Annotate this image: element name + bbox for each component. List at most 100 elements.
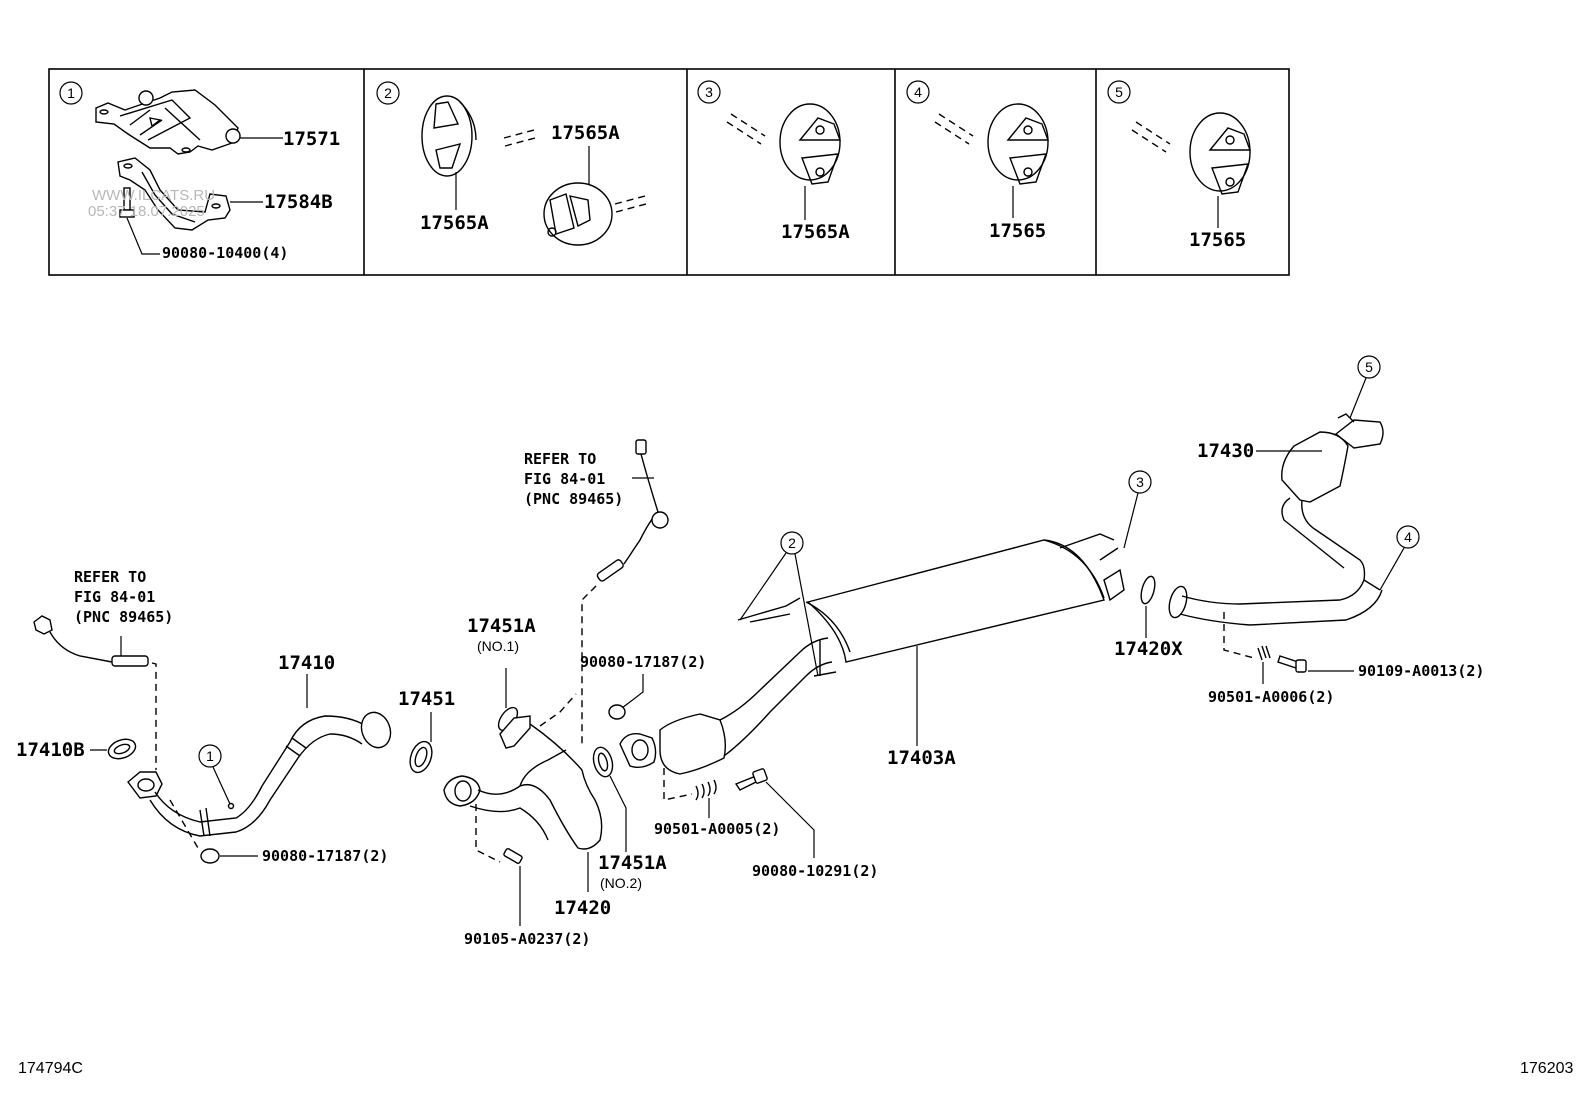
callout-circle-1[interactable] [198, 744, 222, 768]
rubber-hanger-icon[interactable] [1189, 112, 1252, 195]
bolt-90105-a0237[interactable]: 90105-A0237(2) [464, 804, 590, 948]
part-label-17410[interactable]: 17410 [278, 652, 335, 674]
pipe-flange-icon [443, 775, 481, 807]
oxygen-sensor-front[interactable]: REFER TO FIG 84-01 (PNC 89465) [33, 568, 173, 770]
leader-line [621, 674, 644, 709]
gasket-icon [592, 746, 614, 778]
muffler-assembly-17403a[interactable]: 2 3 17403A [619, 470, 1152, 775]
refer-note-line3: (PNC 89465) [74, 608, 173, 626]
hanger-rod [614, 195, 647, 213]
part-label-17565a[interactable]: 17565A [781, 221, 850, 243]
part-label-90080-17187[interactable]: 90080-17187(2) [580, 653, 706, 671]
gasket-17420x[interactable]: 17420X [1114, 575, 1183, 660]
rubber-hanger-icon[interactable] [779, 103, 842, 185]
pipe-flange-icon [1168, 585, 1188, 619]
part-label-17451a[interactable]: 17451A [598, 852, 667, 874]
illustration-code-right: 176203 [1520, 1060, 1573, 1077]
pipe-flange-icon [360, 711, 392, 749]
ref-number: 2 [384, 85, 392, 101]
front-pipe-17410[interactable]: 17410 1 [127, 652, 395, 837]
part-label-17565[interactable]: 17565 [989, 220, 1046, 242]
part-label-17571[interactable]: 17571 [283, 128, 340, 150]
nut-icon [608, 704, 626, 720]
part-label-17403a[interactable]: 17403A [887, 747, 956, 769]
part-label-17565a[interactable]: 17565A [551, 122, 620, 144]
callout-circle-5[interactable] [1357, 355, 1381, 379]
spring-90501-a0006[interactable]: 90501-A0006(2) [1208, 612, 1334, 706]
callout-circle-2[interactable] [780, 531, 804, 555]
nut-90080-17187-mid[interactable]: 90080-17187(2) [580, 653, 706, 720]
callout-circle-3[interactable] [1128, 470, 1152, 494]
bolt-90080-10291[interactable]: 90080-10291(2) [734, 768, 878, 880]
part-label-17420x[interactable]: 17420X [1114, 638, 1183, 660]
nut-90080-17187-left[interactable]: 90080-17187(2) [169, 799, 388, 865]
callout-circle-4[interactable] [1396, 525, 1420, 549]
muffler-body-icon [806, 539, 1105, 663]
oxygen-sensor-rear[interactable]: REFER TO FIG 84-01 (PNC 89465) [524, 439, 669, 746]
part-label-17451a[interactable]: 17451A [467, 615, 536, 637]
rubber-hanger-icon[interactable] [543, 182, 613, 246]
center-pipe-17420[interactable]: 17420 [443, 715, 611, 919]
sensor-connector-icon [33, 615, 53, 635]
callout-number: 4 [1404, 529, 1412, 545]
nut-icon [200, 848, 220, 864]
hanger-bracket [737, 597, 801, 623]
part-label-90501-a0006[interactable]: 90501-A0006(2) [1208, 688, 1334, 706]
watermark-line-1: WWW.ILCATS.RU [92, 187, 215, 204]
part-label-17584b[interactable]: 17584B [264, 191, 333, 213]
rubber-hanger-icon[interactable] [421, 95, 477, 177]
hanger-bracket [1059, 533, 1119, 561]
hanger-rod [726, 113, 766, 145]
part-label-17410b[interactable]: 17410B [16, 739, 85, 761]
refer-note-line3: (PNC 89465) [524, 490, 623, 508]
bolt-icon [1277, 655, 1299, 669]
part-label-90080-10400[interactable]: 90080-10400(4) [162, 244, 288, 262]
bolt-icon[interactable] [119, 187, 135, 218]
part-note-no2: (NO.2) [600, 875, 642, 891]
part-label-17420[interactable]: 17420 [554, 897, 611, 919]
pipe-flange-icon [127, 771, 163, 799]
detail-panel-1[interactable]: 1 17571 17584B [59, 81, 340, 262]
part-label-90080-10291[interactable]: 90080-10291(2) [752, 862, 878, 880]
detail-panel-2[interactable]: 2 17565A 17565A [376, 81, 647, 246]
ref-number: 5 [1115, 84, 1123, 100]
exhaust-bracket-icon[interactable] [95, 89, 241, 155]
leader-line [126, 217, 160, 255]
part-label-17451[interactable]: 17451 [398, 688, 455, 710]
part-label-90080-17187[interactable]: 90080-17187(2) [262, 847, 388, 865]
exhaust-clamp-icon[interactable] [117, 157, 231, 231]
sensor-wire [623, 453, 659, 565]
part-label-17430[interactable]: 17430 [1197, 440, 1254, 462]
leader-line [1349, 377, 1367, 419]
tail-pipe-17430[interactable]: 17430 5 4 [1166, 355, 1420, 626]
spring-90501-a0005[interactable]: 90501-A0005(2) [654, 768, 780, 838]
gasket-icon [409, 740, 433, 774]
part-label-17565[interactable]: 17565 [1189, 229, 1246, 251]
gasket-17451a-no1[interactable]: 17451A (NO.1) [467, 615, 536, 734]
hanger-rod [503, 129, 536, 147]
part-label-90501-a0005[interactable]: 90501-A0005(2) [654, 820, 780, 838]
oxygen-sensor-icon [111, 655, 149, 667]
install-path [539, 693, 577, 727]
leader-line [1123, 492, 1139, 549]
leader-line [765, 781, 815, 858]
part-label-90105-a0237[interactable]: 90105-A0237(2) [464, 930, 590, 948]
detail-panel-5[interactable]: 5 17565 [1107, 80, 1252, 251]
gasket-17451[interactable]: 17451 [398, 688, 455, 775]
ref-circle-2 [376, 81, 400, 105]
leader-line [739, 552, 787, 621]
gasket-17451a-no2[interactable]: 17451A (NO.2) [590, 745, 667, 891]
part-label-90109-a0013[interactable]: 90109-A0013(2) [1358, 662, 1484, 680]
install-path [475, 804, 501, 863]
part-label-17565a[interactable]: 17565A [420, 212, 489, 234]
detail-panel-4[interactable]: 4 17565 [906, 80, 1050, 242]
ref-circle-3 [697, 80, 721, 104]
gasket-icon [107, 738, 137, 760]
install-path [1223, 612, 1255, 659]
bolt-90109-a0013[interactable]: 90109-A0013(2) [1277, 655, 1484, 680]
refer-note-line1: REFER TO [524, 450, 596, 468]
detail-panel-3[interactable]: 3 17565A [697, 80, 850, 243]
gasket-17410b[interactable]: 17410B [16, 736, 138, 762]
oxygen-sensor-icon [596, 559, 624, 582]
rubber-hanger-icon[interactable] [987, 103, 1050, 185]
